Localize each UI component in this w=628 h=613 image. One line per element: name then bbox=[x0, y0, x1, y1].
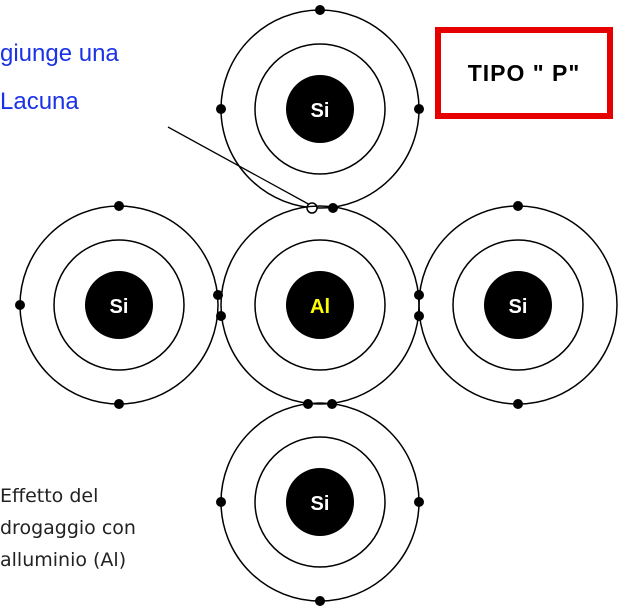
type-p-box: TIPO " P" bbox=[435, 27, 613, 119]
nucleus bbox=[484, 271, 552, 339]
electron bbox=[216, 104, 226, 114]
inner-orbit bbox=[53, 239, 185, 371]
electron bbox=[114, 399, 124, 409]
electron bbox=[513, 399, 523, 409]
hole-lacuna bbox=[306, 202, 318, 214]
electron bbox=[414, 311, 424, 321]
inner-orbit bbox=[254, 43, 386, 175]
electron bbox=[15, 300, 25, 310]
inner-orbit bbox=[254, 239, 386, 371]
electron bbox=[213, 290, 223, 300]
electron bbox=[414, 497, 424, 507]
electron bbox=[328, 203, 338, 213]
nucleus bbox=[286, 75, 354, 143]
caption-line1: Effetto del bbox=[0, 485, 99, 507]
electron bbox=[414, 104, 424, 114]
atom-symbol: Si bbox=[110, 296, 129, 318]
hole-note-line1: giunge una bbox=[0, 40, 119, 67]
electron bbox=[315, 596, 325, 606]
hole-note-line2: Lacuna bbox=[0, 88, 79, 115]
atom-si-top: Si bbox=[216, 5, 424, 213]
caption-line2: drogaggio con bbox=[0, 517, 136, 539]
atom-si-right: Si bbox=[414, 201, 618, 409]
nucleus bbox=[286, 468, 354, 536]
nucleus bbox=[85, 271, 153, 339]
electron bbox=[315, 5, 325, 15]
electron bbox=[114, 201, 124, 211]
electron bbox=[327, 399, 337, 409]
inner-orbit bbox=[452, 239, 584, 371]
atom-si-bottom: Si bbox=[216, 399, 424, 606]
electron bbox=[216, 497, 226, 507]
atom-al-center: Al bbox=[216, 205, 424, 409]
inner-orbit bbox=[254, 436, 386, 568]
atom-si-left: Si bbox=[15, 201, 223, 409]
atom-symbol: Al bbox=[310, 296, 330, 318]
electron bbox=[513, 201, 523, 211]
atom-symbol: Si bbox=[509, 296, 528, 318]
atom-symbol: Si bbox=[311, 493, 330, 515]
electron bbox=[216, 311, 226, 321]
nucleus bbox=[286, 271, 354, 339]
atom-symbol: Si bbox=[311, 100, 330, 122]
caption-line3: alluminio (Al) bbox=[0, 549, 127, 571]
type-p-label: TIPO " P" bbox=[467, 59, 581, 86]
